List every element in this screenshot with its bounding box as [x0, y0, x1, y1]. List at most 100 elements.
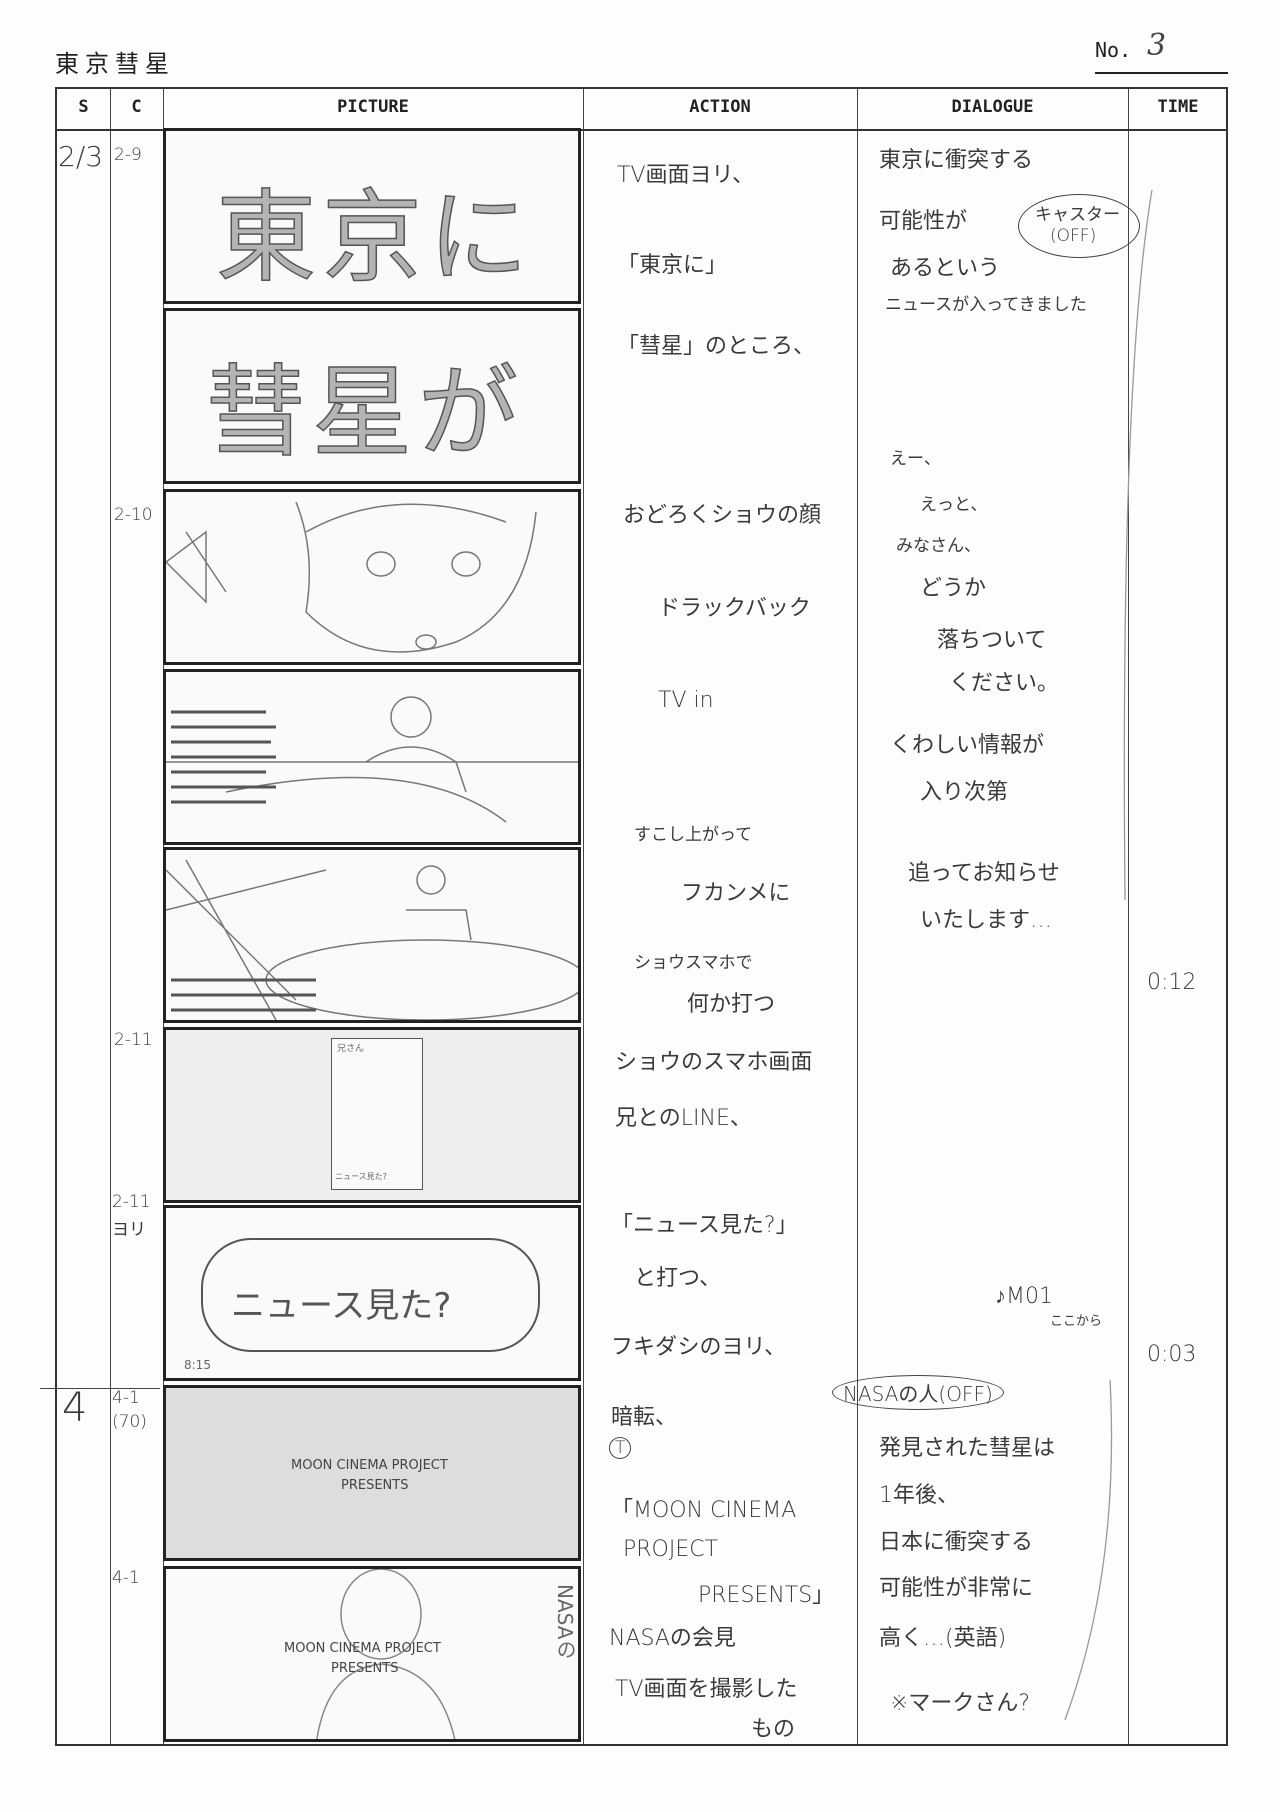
line-contact-name: 兄さん: [337, 1044, 365, 1054]
scene-break-line: [40, 1388, 160, 1389]
action-text: ショウのスマホ画面: [615, 1050, 813, 1075]
panel-4: [163, 669, 581, 845]
panel-tv-text: 東京に: [215, 178, 534, 297]
action-text: ドラックバック: [658, 596, 811, 621]
action-text: 「ニュース見た?」: [611, 1213, 798, 1238]
cut-note: ヨリ: [112, 1220, 146, 1240]
phone-time: 8:15: [184, 1358, 211, 1372]
speaker-annotation: キャスター: [1035, 205, 1120, 225]
nasa-logo-text: NASAの: [553, 1584, 577, 1660]
continuity-line: [1064, 1379, 1113, 1721]
dialogue-text: 日本に衝突する: [879, 1530, 1034, 1555]
action-text: 「彗星」のところ、: [617, 334, 816, 359]
time-value: 0:03: [1147, 1342, 1197, 1367]
action-text: すこし上がって: [634, 825, 753, 845]
dialogue-text: 発見された彗星は: [879, 1436, 1056, 1461]
room-sketch: [166, 696, 578, 823]
scene-number: 4: [62, 1385, 88, 1431]
dialogue-text: 入り次第: [920, 780, 1009, 805]
action-text: フキダシのヨリ、: [611, 1335, 787, 1360]
speech-bubble-text: ニュース見た?: [231, 1286, 452, 1326]
cut-number: 2-9: [114, 145, 142, 165]
action-text: TV in: [658, 688, 714, 713]
col-header-picture: PICTURE: [337, 97, 409, 117]
dialogue-text: くわしい情報が: [890, 733, 1045, 758]
dialogue-text: どうか: [920, 576, 987, 601]
title-card-line1: MOON CINEMA PROJECT: [291, 1458, 448, 1473]
speaker-annotation-off: (OFF): [1050, 226, 1097, 246]
speech-bubble: [201, 1238, 540, 1352]
action-text: 「東京に」: [617, 253, 728, 278]
action-text: おどろくショウの顔: [623, 503, 822, 528]
panel-8: MOON CINEMA PROJECT PRESENTS: [163, 1385, 581, 1561]
cut-number: 4-1: [112, 1568, 140, 1588]
col-header-time: TIME: [1157, 97, 1199, 117]
dialogue-text: 可能性が: [879, 209, 968, 234]
cut-number: 2-11: [114, 1030, 153, 1050]
dialogue-text: えー、: [890, 449, 941, 469]
cut-number: 2-10: [114, 505, 153, 525]
panel-7: ニュース見た? 8:15: [163, 1205, 581, 1381]
header-divider: [57, 129, 1226, 131]
action-text: と打つ、: [634, 1266, 722, 1291]
action-text: TV画面ヨリ、: [617, 163, 755, 188]
panel-3: [163, 489, 581, 665]
panel-1: 東京に: [163, 128, 581, 304]
panel-tv-text: 彗星が: [205, 353, 524, 472]
action-text: PROJECT: [623, 1537, 719, 1562]
divider: [583, 89, 584, 1744]
nasa-speaker-sketch: [316, 1569, 456, 1739]
continuity-line: [1123, 189, 1153, 901]
action-text: ショウスマホで: [634, 953, 753, 973]
overhead-sketch: [166, 859, 578, 1020]
telop-mark: T: [609, 1437, 632, 1459]
speaker-annotation: NASAの人(OFF): [832, 1375, 1004, 1410]
title-card-line2: PRESENTS: [341, 1478, 409, 1493]
action-text: 暗転、: [611, 1405, 678, 1430]
dialogue-text: ニュースが入ってきました: [885, 295, 1087, 315]
action-text: フカンメに: [681, 881, 791, 906]
cut-duration: (70): [112, 1412, 147, 1432]
page-number: No. 3: [1095, 28, 1228, 74]
document-title: 東京彗星: [55, 50, 175, 78]
scene-number: 2/3: [58, 140, 104, 173]
dialogue-text: 追ってお知らせ: [908, 861, 1060, 886]
action-text: PRESENTS」: [698, 1583, 835, 1608]
dialogue-text: いたします…: [920, 908, 1053, 933]
speaker-annotation-circle: [1018, 194, 1140, 258]
panel-9: MOON CINEMA PROJECT PRESENTS NASAの: [163, 1566, 581, 1742]
col-header-c: C: [131, 97, 142, 117]
action-text: NASAの会見: [609, 1626, 736, 1651]
dialogue-text: みなさん、: [896, 536, 981, 556]
dialogue-text: えっと、: [920, 495, 988, 515]
dialogue-text: 1年後、: [879, 1483, 959, 1508]
dialogue-text: 可能性が非常に: [879, 1576, 1034, 1601]
panel-5: [163, 847, 581, 1023]
page-number-value: 3: [1147, 28, 1167, 63]
title-card-line2: PRESENTS: [331, 1661, 399, 1676]
divider: [1128, 89, 1129, 1744]
dialogue-text: ください。: [949, 671, 1060, 696]
panel-6: 兄さん ニュース見た?: [163, 1027, 581, 1203]
col-header-s: S: [78, 97, 89, 117]
phone-screen-sketch: 兄さん ニュース見た?: [331, 1038, 423, 1190]
dialogue-text: あるという: [890, 256, 1001, 281]
action-text: 兄とのLINE、: [615, 1106, 752, 1131]
cut-number: 4-1: [112, 1388, 140, 1408]
face-sketch: [166, 501, 537, 653]
time-value: 0:12: [1147, 970, 1197, 995]
page-number-label: No.: [1095, 38, 1132, 62]
dialogue-text: 落ちついて: [937, 628, 1047, 653]
panel-2: 彗星が: [163, 308, 581, 484]
action-text: 何か打つ: [687, 992, 776, 1017]
action-text: もの: [751, 1717, 796, 1742]
col-header-dialogue: DIALOGUE: [951, 97, 1034, 117]
cut-number: 2-11: [112, 1192, 151, 1212]
music-cue: ♪M01: [995, 1284, 1053, 1309]
action-text: TV画面を撮影した: [615, 1677, 798, 1702]
dialogue-text: ※マークさん?: [890, 1691, 1031, 1716]
action-text: 「MOON CINEMA: [611, 1498, 797, 1523]
storyboard-table: S C PICTURE ACTION DIALOGUE TIME: [55, 87, 1228, 1746]
title-card-line1: MOON CINEMA PROJECT: [284, 1641, 441, 1656]
